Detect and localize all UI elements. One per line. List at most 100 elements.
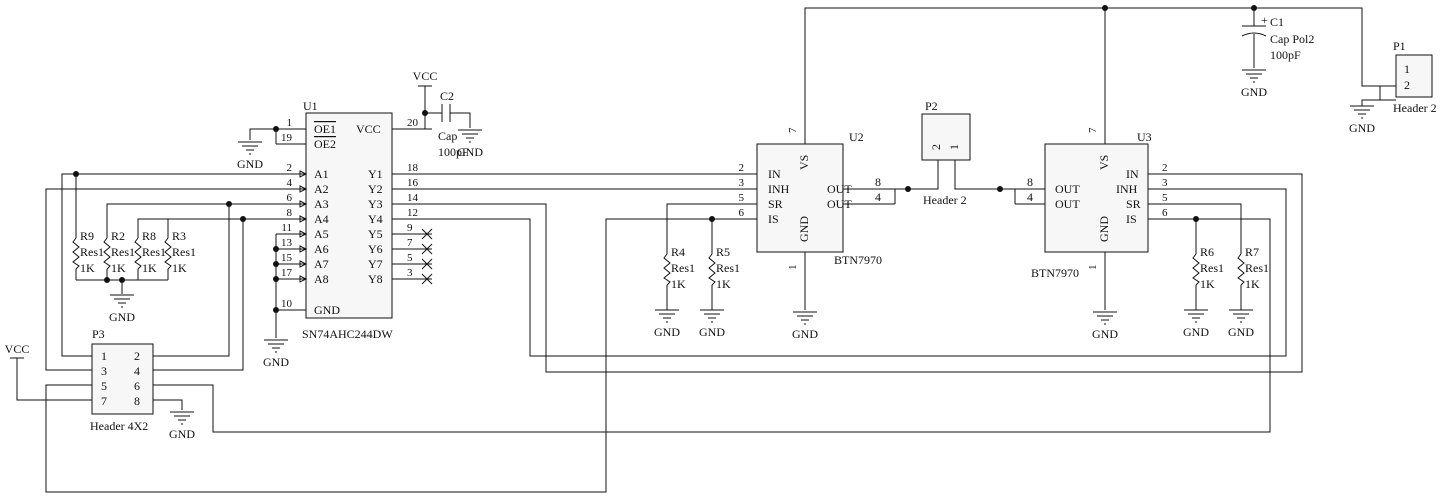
wire	[106, 203, 276, 228]
p2-pin-number: 2	[929, 144, 943, 150]
gnd-label: GND	[263, 355, 289, 369]
u2-pin-number: 4	[875, 190, 881, 204]
u1-body	[305, 112, 393, 319]
u2-pin-name: SR	[768, 197, 783, 211]
ground-symbol	[700, 309, 724, 323]
u3-chip	[1015, 114, 1178, 310]
u2-pin-number: 2	[739, 162, 745, 174]
resistor-ref: R8	[142, 229, 156, 243]
u2-pin-name: GND	[797, 216, 811, 242]
ground-symbol	[110, 294, 134, 308]
gnd-label: GND	[1349, 121, 1375, 135]
u2-pin-number: 7	[787, 127, 799, 133]
gnd-label: GND	[109, 310, 135, 324]
u2-pin-name: IS	[768, 212, 779, 226]
u3-ref: U3	[1137, 130, 1152, 144]
resistor-r8	[134, 228, 142, 280]
wire	[137, 218, 276, 228]
ground-symbol	[655, 309, 679, 323]
junction-dot	[997, 186, 1003, 192]
p3-pin-number: 7	[101, 394, 107, 408]
gnd-label: GND	[1241, 85, 1267, 99]
p2-type: Header 2	[923, 193, 967, 207]
resistor-ref: R2	[111, 229, 125, 243]
resistor-ref: R6	[1200, 245, 1214, 259]
resistor-type: Res1	[111, 245, 135, 259]
resistor-body	[164, 237, 172, 270]
resistor-body	[72, 237, 80, 270]
c1-type: Cap Pol2	[1270, 32, 1314, 46]
p1-ref: P1	[1393, 39, 1406, 53]
wire	[61, 173, 276, 357]
c2-ref: C2	[440, 89, 454, 103]
wire	[666, 203, 727, 244]
u2-pin-number: 6	[739, 207, 745, 219]
u1-pin-number: 18	[407, 162, 419, 174]
u1-part: SN74AHC244DW	[302, 327, 393, 341]
c1-value: 100pF	[1270, 48, 1301, 62]
u1-pin-number: 9	[407, 222, 413, 234]
u2-part: BTN7970	[834, 253, 882, 267]
u1-pin-name: Y8	[368, 272, 383, 286]
c1-plus: +	[1261, 13, 1268, 27]
resistor-type: Res1	[671, 261, 695, 275]
u3-pin-number: 6	[1162, 207, 1168, 219]
wire	[45, 188, 276, 371]
resistor-value: 1K	[80, 261, 95, 275]
u1-pin-number: 10	[281, 298, 293, 310]
ground-symbol	[238, 141, 262, 155]
wire	[895, 160, 939, 190]
resistor-r5	[708, 244, 716, 296]
wire	[153, 218, 1271, 433]
pin-arrow	[299, 215, 308, 223]
p3-header	[91, 343, 154, 415]
u1-pin-name: A3	[314, 197, 329, 211]
u1-pin-number: 12	[407, 207, 418, 219]
cap-plate-curved	[1241, 32, 1267, 37]
pin-arrow	[299, 275, 308, 283]
resistor-r3	[164, 228, 172, 280]
u1-pin-number: 4	[287, 177, 293, 189]
u3-pin-number: 1	[1087, 265, 1099, 271]
u3-pin-number: 8	[1027, 175, 1033, 189]
u1-pin-name: VCC	[356, 122, 381, 136]
c2-capacitor	[438, 104, 451, 122]
wire	[954, 160, 1015, 190]
ground-symbol	[1093, 311, 1117, 325]
wire	[153, 399, 183, 410]
pin-arrow	[299, 245, 308, 253]
resistor-body	[663, 253, 671, 286]
p1-type: Header 2	[1393, 101, 1437, 115]
resistor-body	[103, 237, 111, 270]
u1-pin-name: OE1	[314, 122, 336, 136]
p1-header	[1395, 54, 1433, 98]
c1-capacitor	[1241, 25, 1267, 37]
u1-pin-number: 14	[407, 192, 419, 204]
resistor-r9	[72, 228, 80, 280]
resistor-r6	[1192, 244, 1200, 296]
ground-symbol	[1350, 105, 1374, 119]
u3-pin-name: GND	[1097, 216, 1111, 242]
u2-ref: U2	[849, 130, 864, 144]
u3-pin-number: 4	[1027, 190, 1033, 204]
ground-symbol	[458, 129, 482, 143]
u2-pin-name: INH	[768, 182, 790, 196]
u3-part: BTN7970	[1031, 266, 1079, 280]
wire	[16, 358, 92, 401]
gnd-label: GND	[1183, 325, 1209, 339]
resistor-ref: R5	[716, 245, 730, 259]
u1-pin-number: 5	[407, 252, 413, 264]
pin-arrow	[299, 170, 308, 178]
u1-pin-number: 3	[407, 267, 413, 279]
ground-symbol	[1242, 69, 1266, 83]
wire	[1361, 99, 1396, 106]
gnd-label: GND	[169, 427, 195, 441]
components	[72, 25, 1433, 425]
u1-pin-name: Y2	[368, 182, 383, 196]
wire	[432, 173, 1303, 373]
c2-type: Cap	[438, 129, 457, 143]
u1-pin-name: Y6	[368, 242, 383, 256]
pin-arrow	[299, 185, 308, 193]
u1-pin-number: 7	[407, 237, 413, 249]
